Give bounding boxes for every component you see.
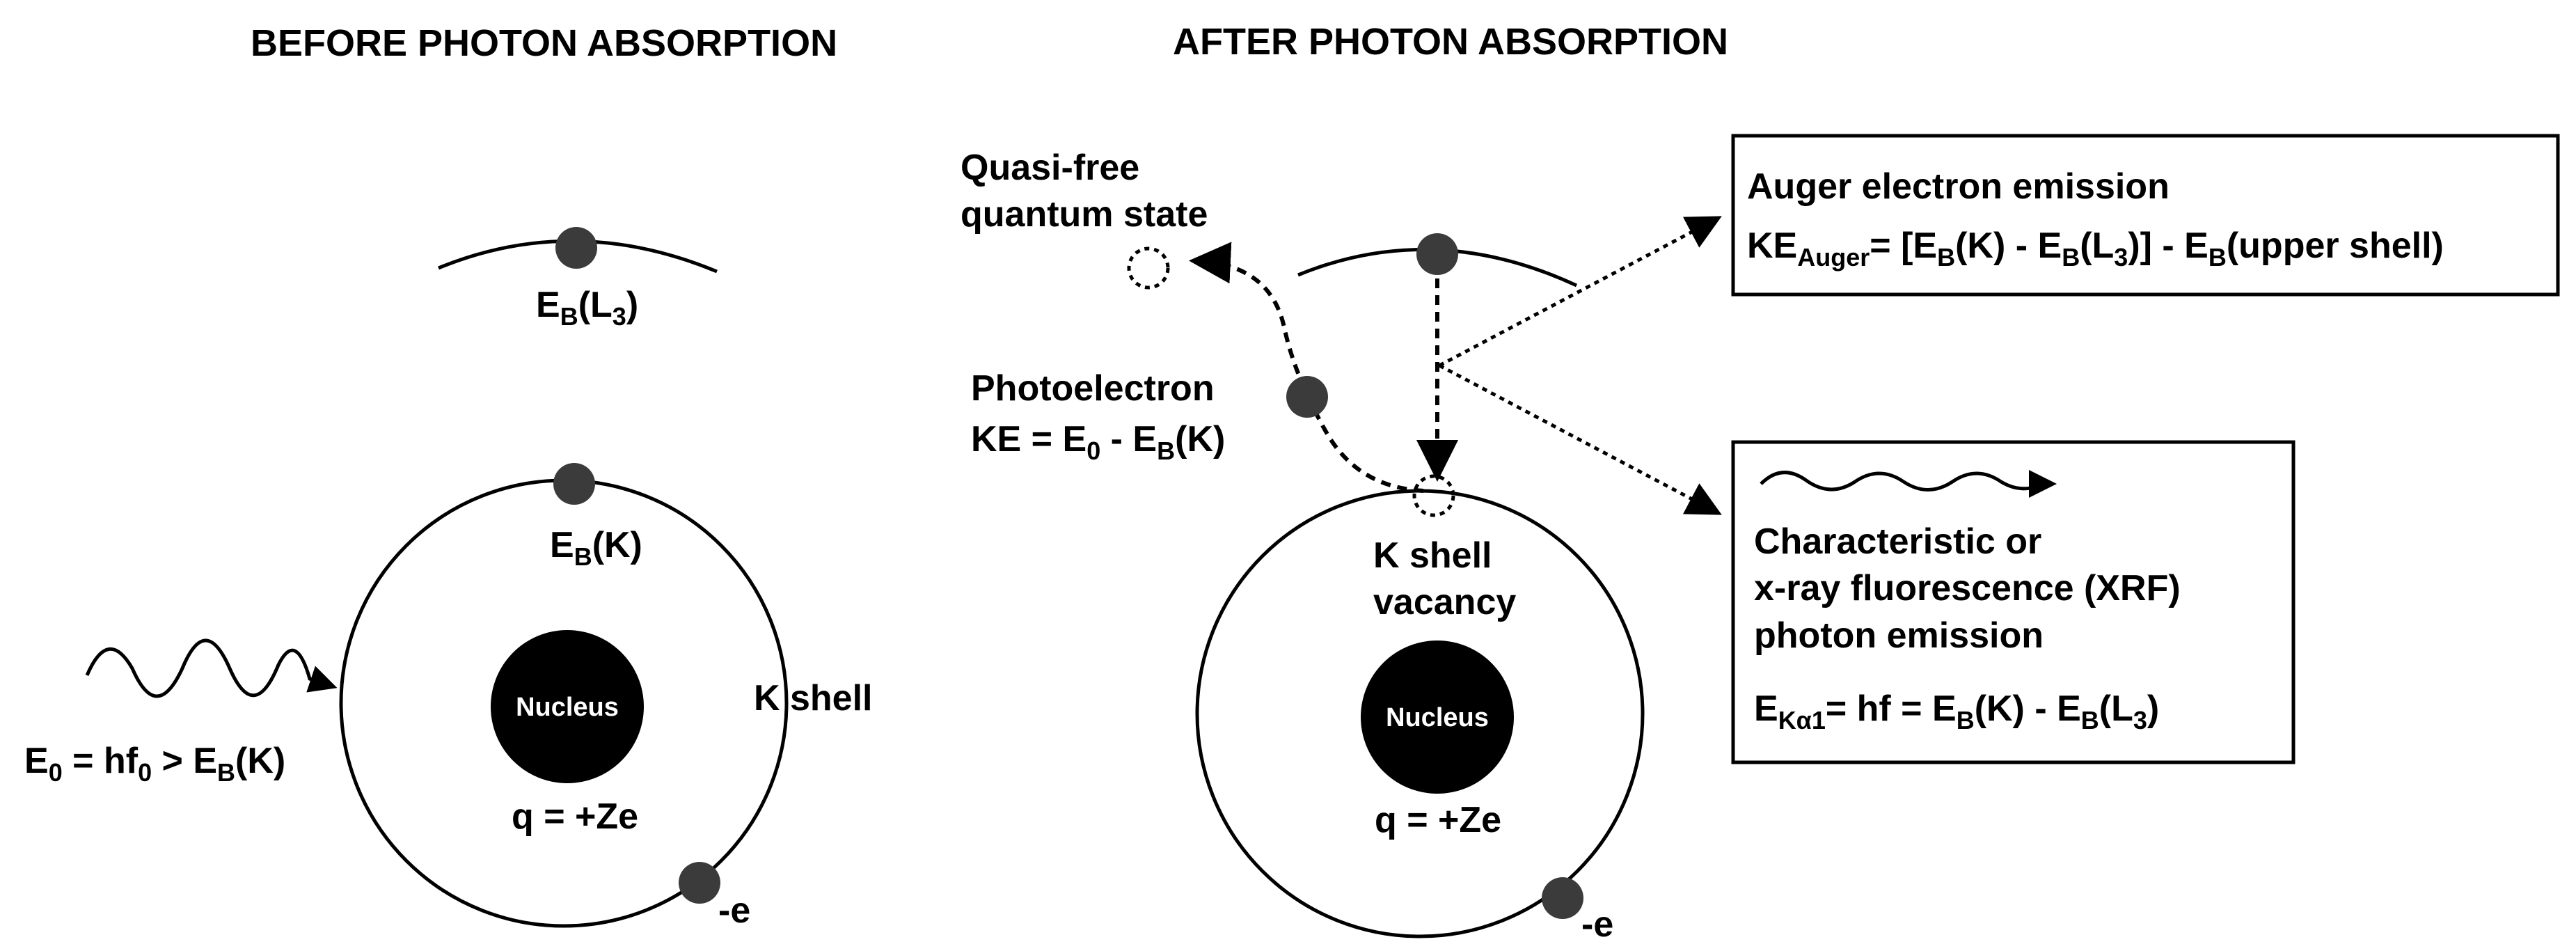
quasi-free-label-line1: Quasi-free [961,148,1139,188]
xrf-line3: photon emission [1754,615,2044,656]
after-title: AFTER PHOTON ABSORPTION [1173,21,1728,63]
auger-energy-eq: KEAuger= [EB(K) - EB(L3)] - EB(upper she… [1747,226,2444,272]
right-nucleus-label: Nucleus [1386,703,1489,732]
k-vacancy-line1: K shell [1373,535,1492,576]
auger-title: Auger electron emission [1747,166,2170,207]
xrf-emission-box [1731,440,2296,764]
xrf-branch-arrow [1438,363,1722,515]
auger-emission-box [1731,134,2560,297]
auger-branch-arrow [1438,216,1722,368]
photoelectron-path [1189,242,1424,493]
k-vacancy-line2: vacancy [1373,582,1516,622]
l3-binding-energy-label: EB(L3) [536,285,638,331]
incident-photon-wave [85,638,338,698]
left-charge-label: q = +Ze [512,796,638,837]
quasi-free-state-marker [1127,246,1170,290]
right-l3-electron [1416,233,1458,275]
left-nucleus-label: Nucleus [516,693,619,722]
left-bottom-electron [679,862,720,904]
l3-electron [555,227,597,269]
right-bottom-electron [1542,877,1583,919]
right-nucleus [1361,640,1514,794]
left-k-shell-label: K shell [754,678,873,718]
right-charge-label: q = +Ze [1375,800,1501,840]
left-nucleus [491,630,644,783]
xrf-photon-wave [1760,470,2057,498]
photoelectron-energy-eq: KE = E0 - EB(K) [971,419,1225,465]
incident-photon-energy: E0 = hf0 > EB(K) [24,741,285,787]
left-electron-charge: -e [718,890,750,931]
xrf-line1: Characteristic or [1754,521,2041,562]
photoelectron-title: Photoelectron [971,368,1215,409]
right-electron-charge: -e [1581,904,1613,945]
left-k-electron [553,463,595,505]
k-shell-vacancy-marker [1412,474,1455,517]
k-binding-energy-label: EB(K) [550,525,642,571]
quasi-free-label-line2: quantum state [961,194,1208,235]
xrf-line2: x-ray fluorescence (XRF) [1754,568,2181,608]
before-title: BEFORE PHOTON ABSORPTION [251,22,837,64]
photoelectron [1286,376,1328,418]
xrf-energy-eq: EKα1= hf = EB(K) - EB(L3) [1754,689,2159,734]
